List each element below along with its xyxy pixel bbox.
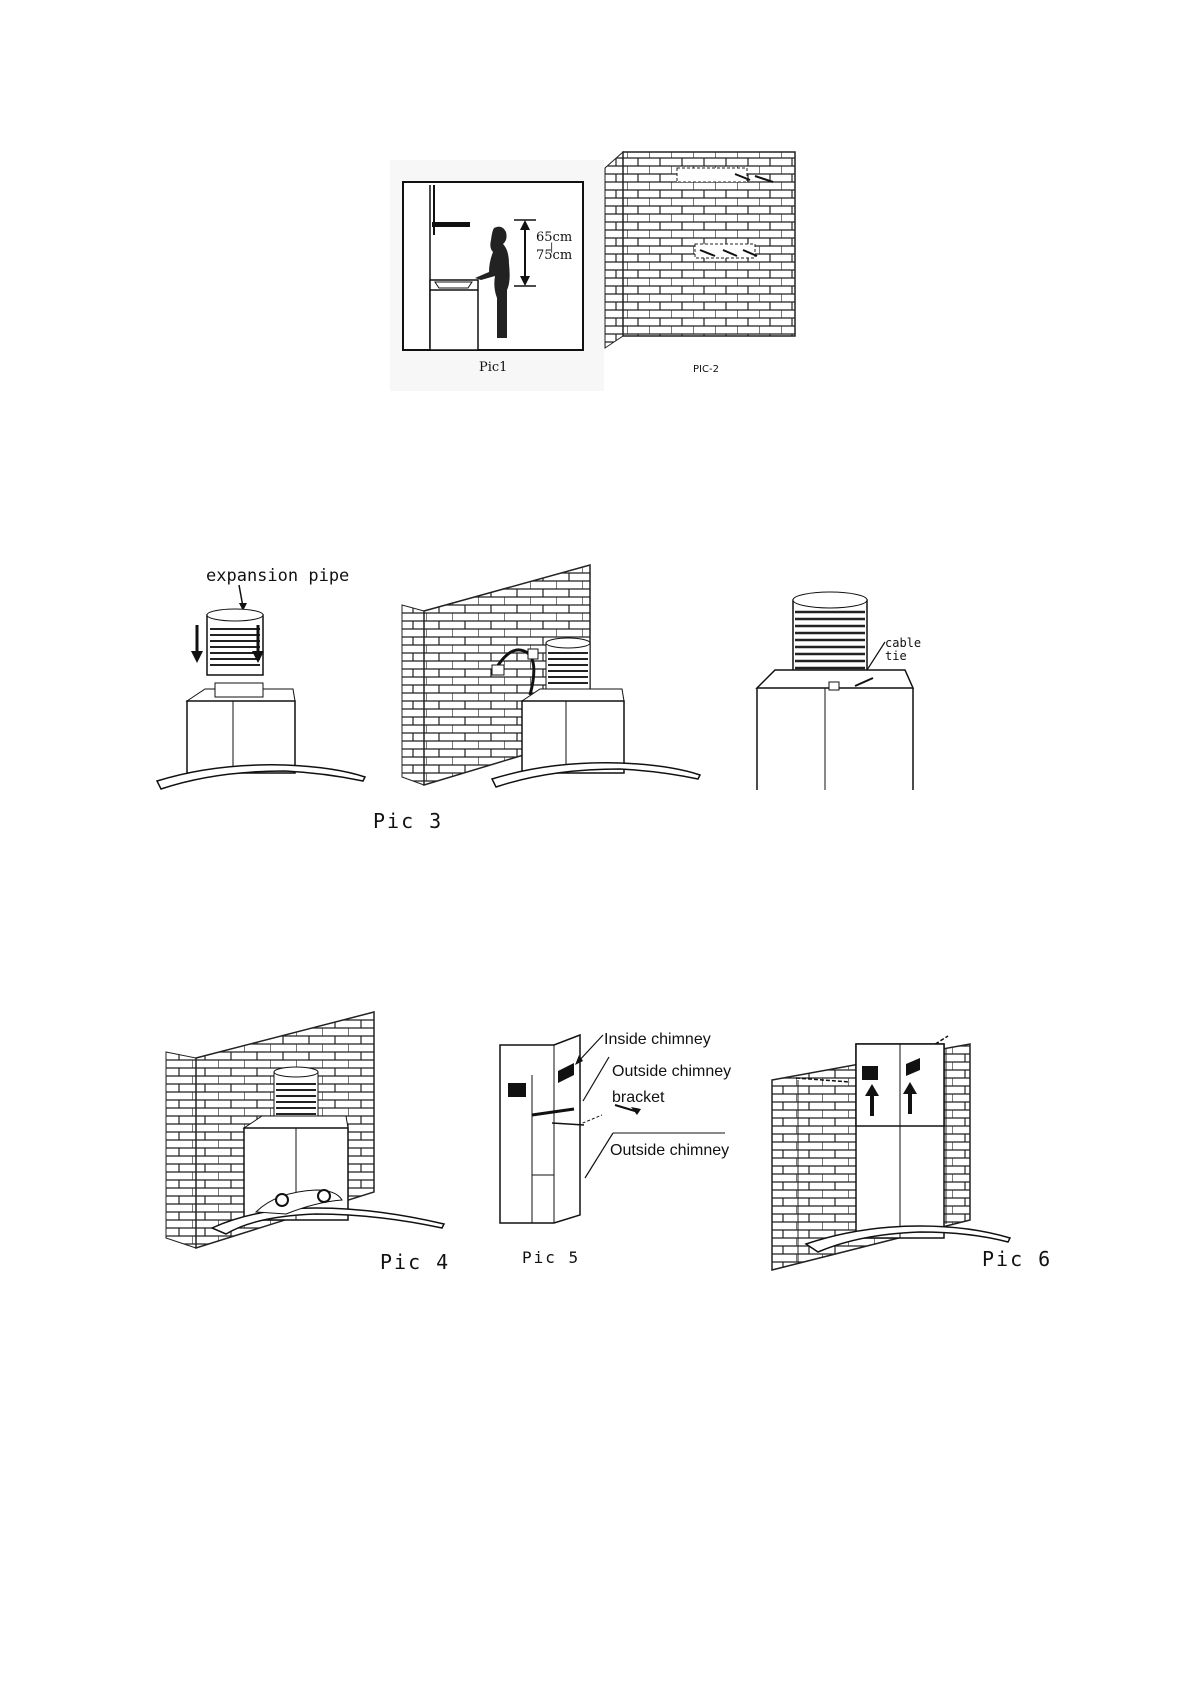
pic1-dim-bottom: 75cm [536,248,572,263]
pic6-figure [770,1030,1020,1275]
tie-label: tie [885,650,907,663]
pic3-cable-tie: cable tie [755,590,935,790]
pic2-figure: PIC-2 [605,150,805,390]
outside-chimney-bottom-label: Outside chimney [610,1142,729,1160]
pic1-dim-top: 65cm [536,230,572,245]
pic4-figure [166,1012,456,1257]
expansion-pipe-label: expansion pipe [206,566,349,586]
bracket-label: bracket [612,1089,664,1107]
pic5-caption: Pic 5 [522,1248,580,1267]
pic4-caption: Pic 4 [380,1250,450,1274]
inside-chimney-label: Inside chimney [604,1031,711,1049]
pic3-hood-with-pipe [155,585,370,795]
pic3-caption: Pic 3 [373,809,443,833]
pic3-hood-on-wall [400,565,710,790]
pic1-illustration [390,160,604,391]
pic5-leader-lines [575,1033,755,1193]
pic2-caption: PIC-2 [693,364,719,375]
pic1-figure: 65cm | 75cm Pic1 [390,160,604,391]
outside-chimney-top-label: Outside chimney [612,1063,731,1081]
pic1-caption: Pic1 [479,360,507,375]
pic6-caption: Pic 6 [982,1247,1052,1271]
pic2-brick-wall [605,150,805,350]
